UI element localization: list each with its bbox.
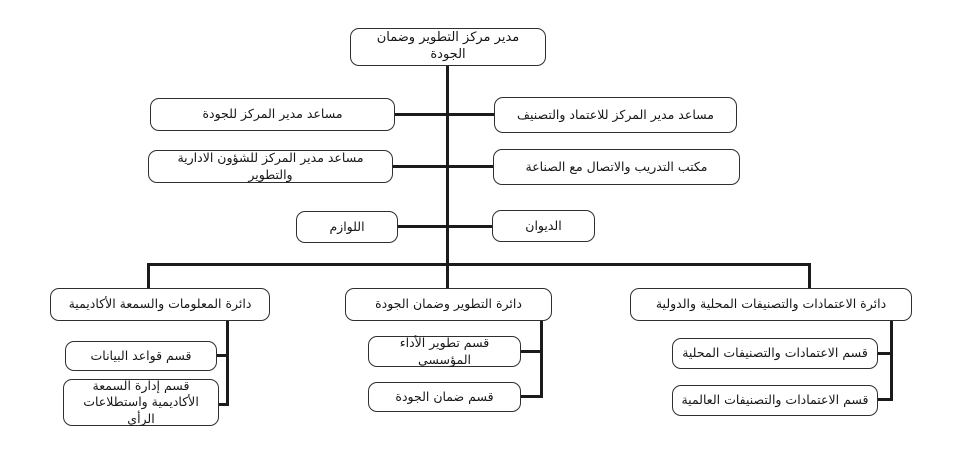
connector-line xyxy=(397,225,447,228)
connector-line xyxy=(448,113,495,116)
connector-line xyxy=(876,352,893,355)
node-assistant-quality: مساعد مدير المركز للجودة xyxy=(150,98,395,131)
connector-line xyxy=(890,321,893,400)
node-assistant-admin-development: مساعد مدير المركز للشؤون الادارية والتطو… xyxy=(148,150,393,183)
connector-line xyxy=(446,66,449,288)
node-section-institutional-performance: قسم تطوير الأداء المؤسسي xyxy=(368,335,521,367)
connector-line xyxy=(448,225,493,228)
node-training-industry-office: مكتب التدريب والاتصال مع الصناعة xyxy=(493,149,740,185)
node-section-local-accreditations: قسم الاعتمادات والتصنيفات المحلية xyxy=(672,338,878,369)
connector-line xyxy=(392,165,447,168)
node-dept-information-academic-reputation: دائرة المعلومات والسمعة الأكاديمية xyxy=(50,288,270,321)
node-section-databases: قسم قواعد البيانات xyxy=(65,341,217,371)
connector-line xyxy=(540,321,543,398)
node-section-academic-reputation-polls: قسم إدارة السمعة الأكاديمية واستطلاعات ا… xyxy=(63,378,219,426)
node-diwan: الديوان xyxy=(492,210,595,242)
node-assistant-accreditation: مساعد مدير المركز للاعتماد والتصنيف xyxy=(494,97,737,133)
connector-line xyxy=(216,403,229,406)
connector-line xyxy=(147,263,811,266)
node-dept-accreditations-rankings: دائرة الاعتمادات والتصنيفات المحلية والد… xyxy=(630,288,912,321)
connector-line xyxy=(394,113,447,116)
connector-line xyxy=(147,263,150,288)
connector-line xyxy=(448,165,494,168)
node-dept-development-quality: دائرة التطوير وضمان الجودة xyxy=(345,288,552,321)
node-section-international-accreditations: قسم الاعتمادات والتصنيفات العالمية xyxy=(672,385,878,416)
node-section-quality-assurance: قسم ضمان الجودة xyxy=(368,382,521,412)
connector-line xyxy=(226,321,229,406)
connector-line xyxy=(519,395,543,398)
connector-line xyxy=(215,354,228,357)
connector-line xyxy=(876,398,893,401)
connector-line xyxy=(519,350,543,353)
connector-line xyxy=(808,263,811,288)
node-center-director: مدير مركز التطوير وضمان الجودة xyxy=(350,28,546,66)
node-supplies: اللوازم xyxy=(296,211,398,243)
